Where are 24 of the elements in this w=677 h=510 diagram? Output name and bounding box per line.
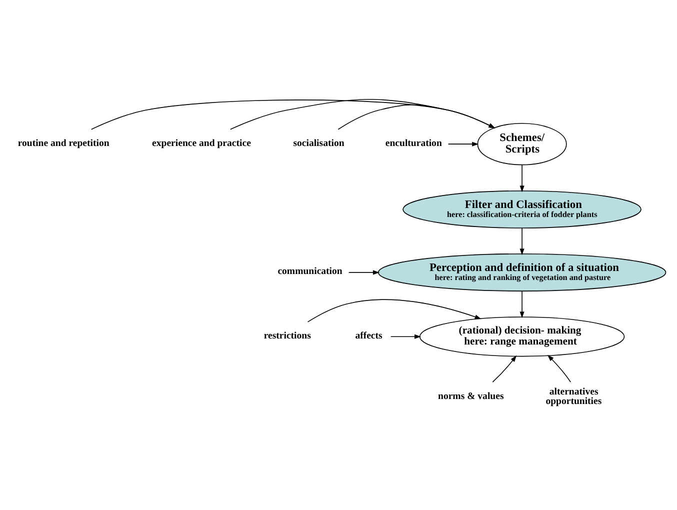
arrow: [338, 104, 496, 130]
arrow: [520, 290, 524, 318]
arrow: [90, 99, 496, 130]
node-text: experience and practice: [152, 137, 251, 148]
arrow: [520, 164, 524, 192]
arrow: [348, 270, 380, 274]
arrow: [448, 141, 479, 146]
arrow: [307, 298, 482, 322]
node-text: alternatives opportunities: [546, 386, 602, 407]
node-text: socialisation: [293, 137, 344, 148]
node-text: norms & values: [438, 390, 504, 402]
node-ellipse: Filter and Classification here: classification-criteria of fodder plants: [402, 190, 642, 228]
node-text: communication: [278, 266, 342, 277]
arrow: [492, 354, 517, 382]
arrow: [547, 354, 572, 382]
node-text: restrictions: [264, 330, 311, 341]
node-text: routine and repetition: [18, 137, 110, 148]
arrow: [230, 98, 496, 130]
arrow: [520, 227, 524, 255]
node-ellipse: Perception and definition of a situation here: rating and ranking of vegetation and pasture: [378, 252, 666, 291]
node-text: enculturation: [385, 137, 442, 148]
arrow: [390, 334, 422, 338]
node-text: affects: [355, 330, 382, 341]
node-ellipse: (rational) decision- making here: range management: [419, 316, 625, 356]
